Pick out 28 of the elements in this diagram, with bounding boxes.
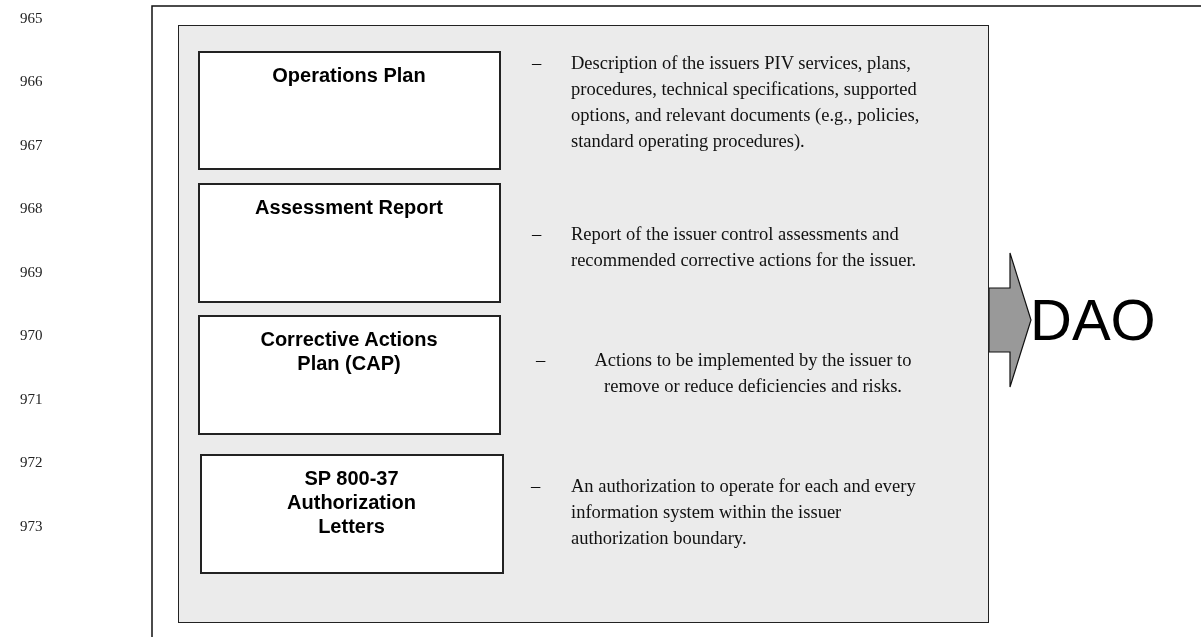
description-text: Actions to be implemented by the issuer to remove or reduce deficiencies and risks. [593,349,913,398]
line-number: 966 [20,73,43,90]
line-number: 967 [20,137,43,154]
line-number: 970 [20,327,43,344]
bullet-dash: – [531,475,541,498]
description-text: An authorization to operate for each and every information system within the issuer authorization boundary. [571,475,917,550]
bullet-dash: – [536,349,546,372]
box-title: Operations Plan [271,62,427,87]
line-number: 971 [20,391,43,408]
line-number: 973 [20,518,43,535]
line-number: 968 [20,200,43,217]
document-box [197,314,501,435]
block-arrow [988,252,1032,388]
line-number: 972 [20,454,43,471]
description-text: Report of the issuer control assessments and recommended corrective actions for the issuer. [571,223,918,272]
bullet-dash: – [532,52,542,75]
panel-background [178,25,989,623]
document-box [197,50,501,170]
dao-label: DAO [1030,288,1156,352]
line-number: 969 [20,264,43,281]
document-box [197,182,501,303]
description-text: Description of the issuers PIV services, plans, procedures, technical specifications, supported options, and relevant documents (e.g., policies, standard operating procedures). [571,52,921,153]
bullet-dash: – [532,223,542,246]
line-number: 965 [20,10,43,27]
box-title: Assessment Report [254,194,444,219]
box-title: SP 800-37 Authorization Letters [286,465,417,538]
box-title: Corrective Actions Plan (CAP) [259,326,439,375]
document-box [199,453,504,574]
